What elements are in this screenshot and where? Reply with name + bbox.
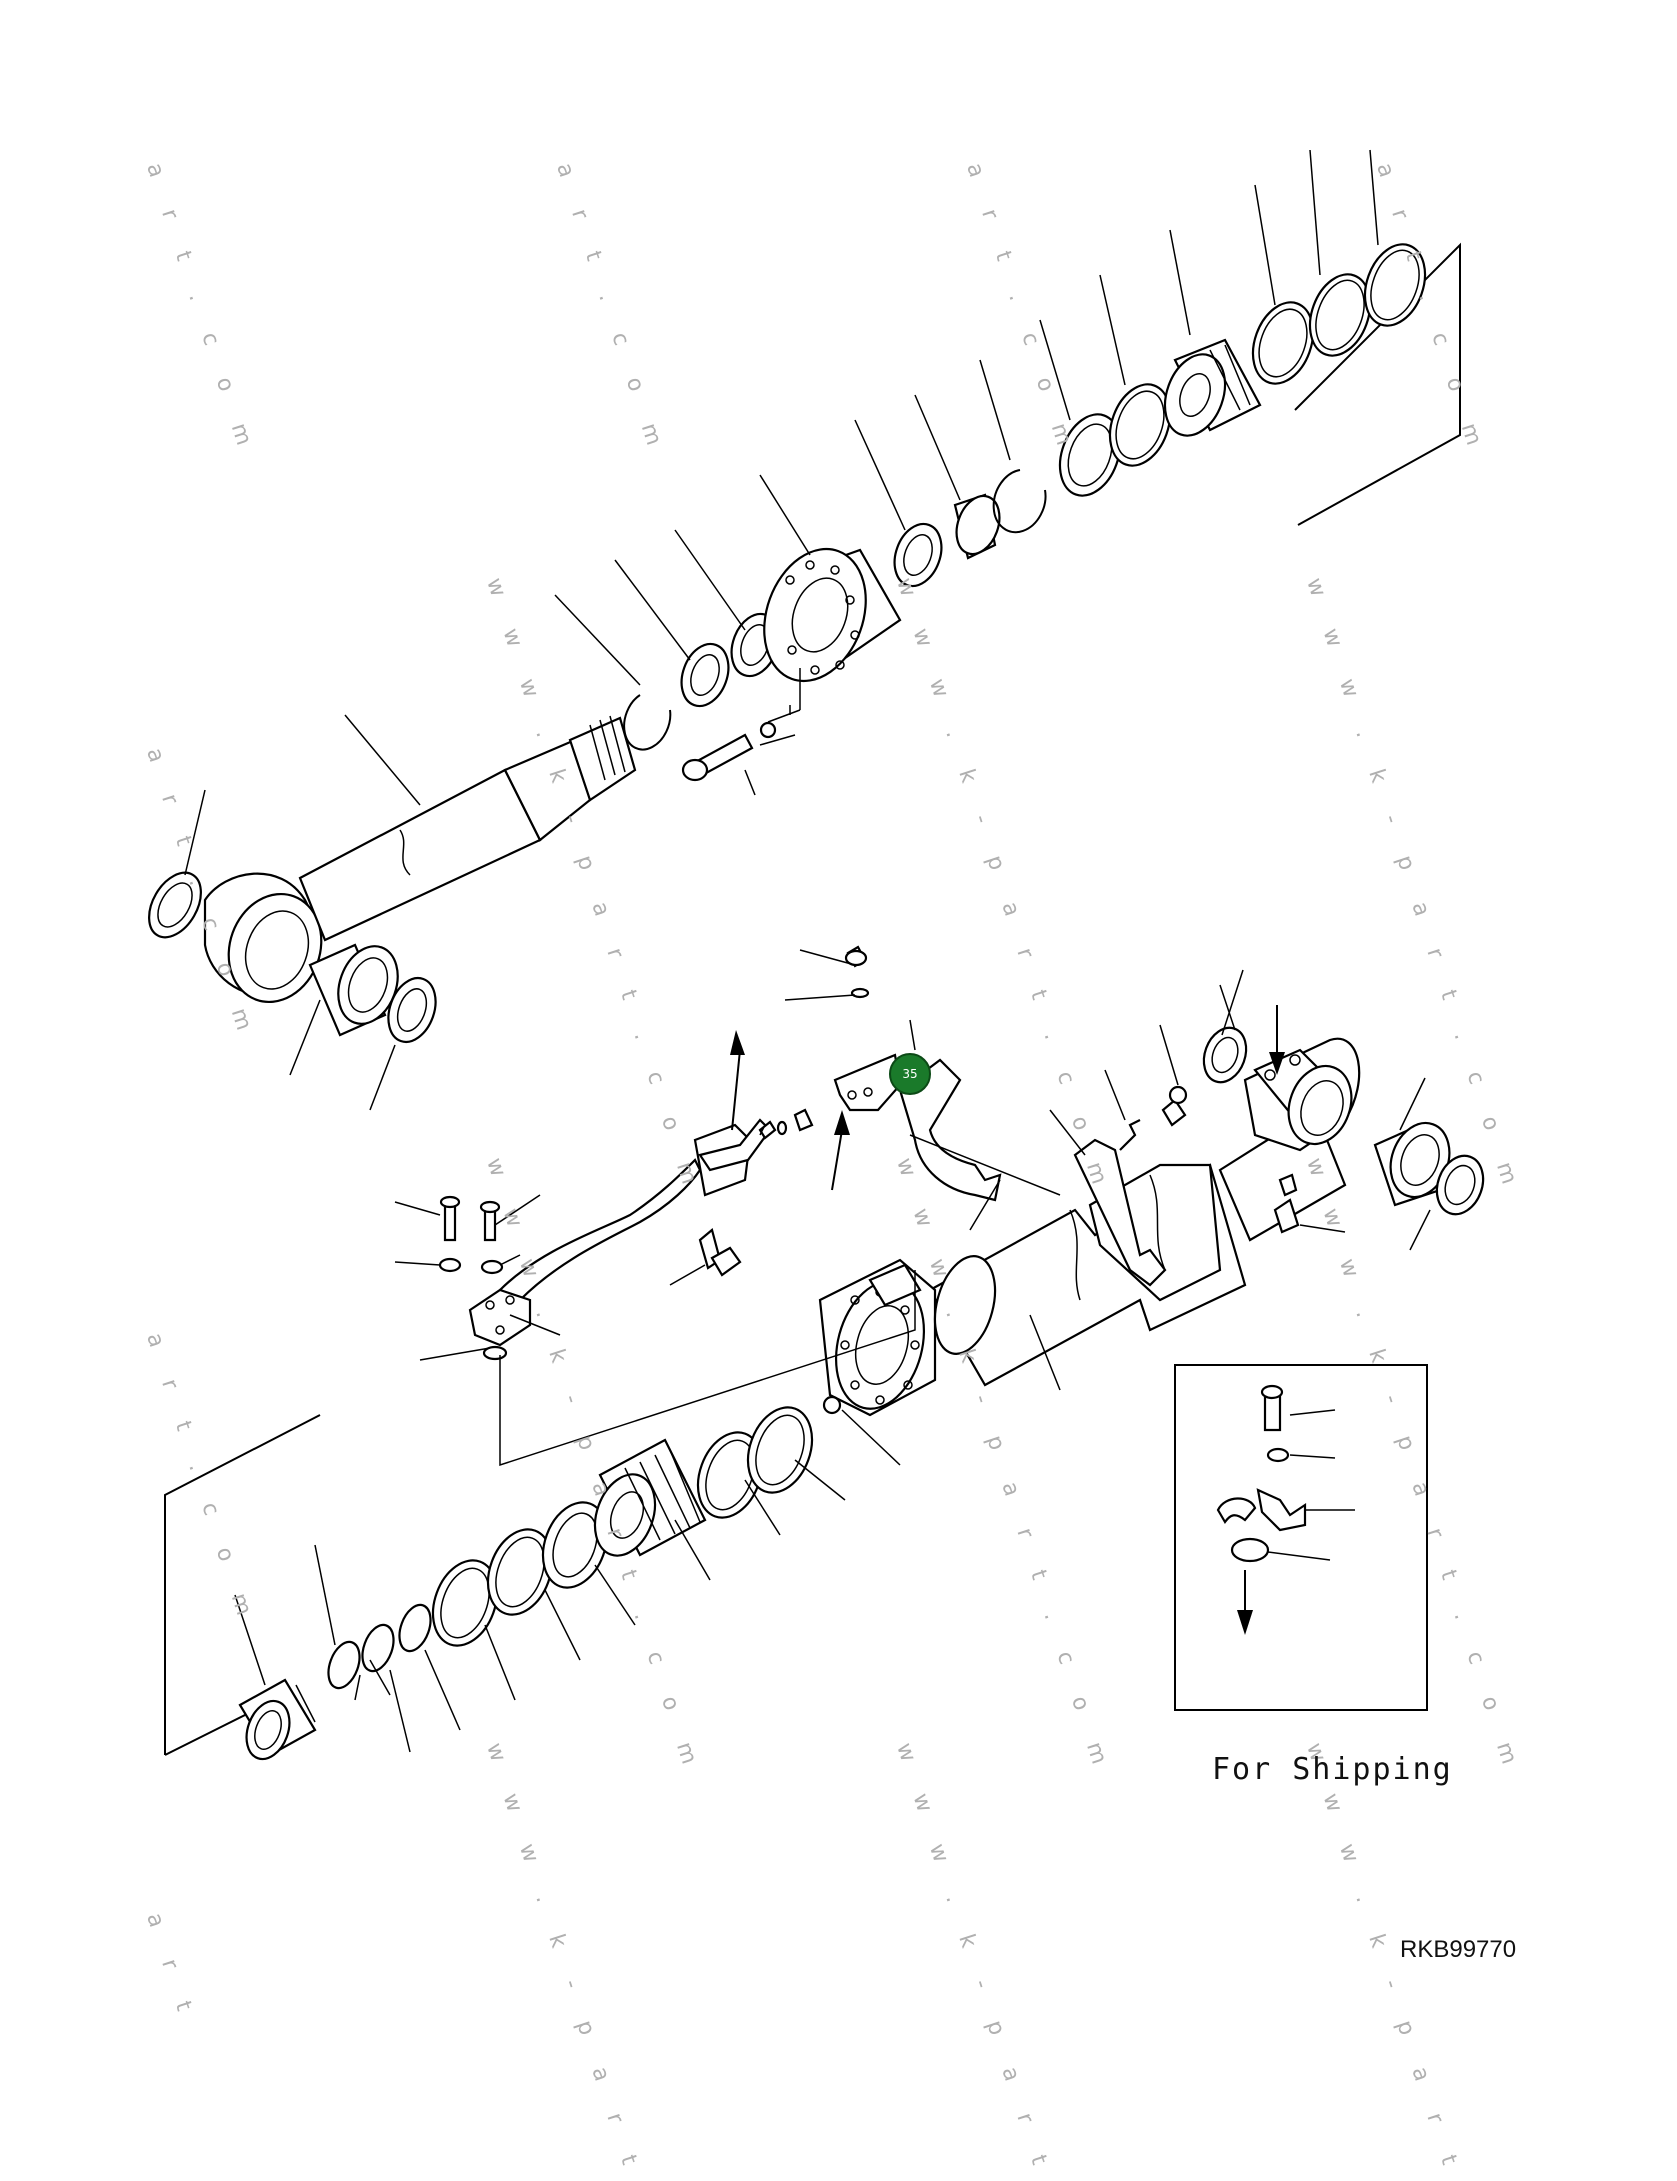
part-callout-35[interactable]: 35 (889, 1053, 931, 1095)
for-shipping-caption: For Shipping (1212, 1752, 1453, 1787)
parts-diagram (148, 149, 1485, 1761)
drawing-number: RKB99770 (1400, 1936, 1517, 1963)
lower-assembly (164, 945, 1485, 1761)
upper-assembly (148, 149, 1461, 1111)
